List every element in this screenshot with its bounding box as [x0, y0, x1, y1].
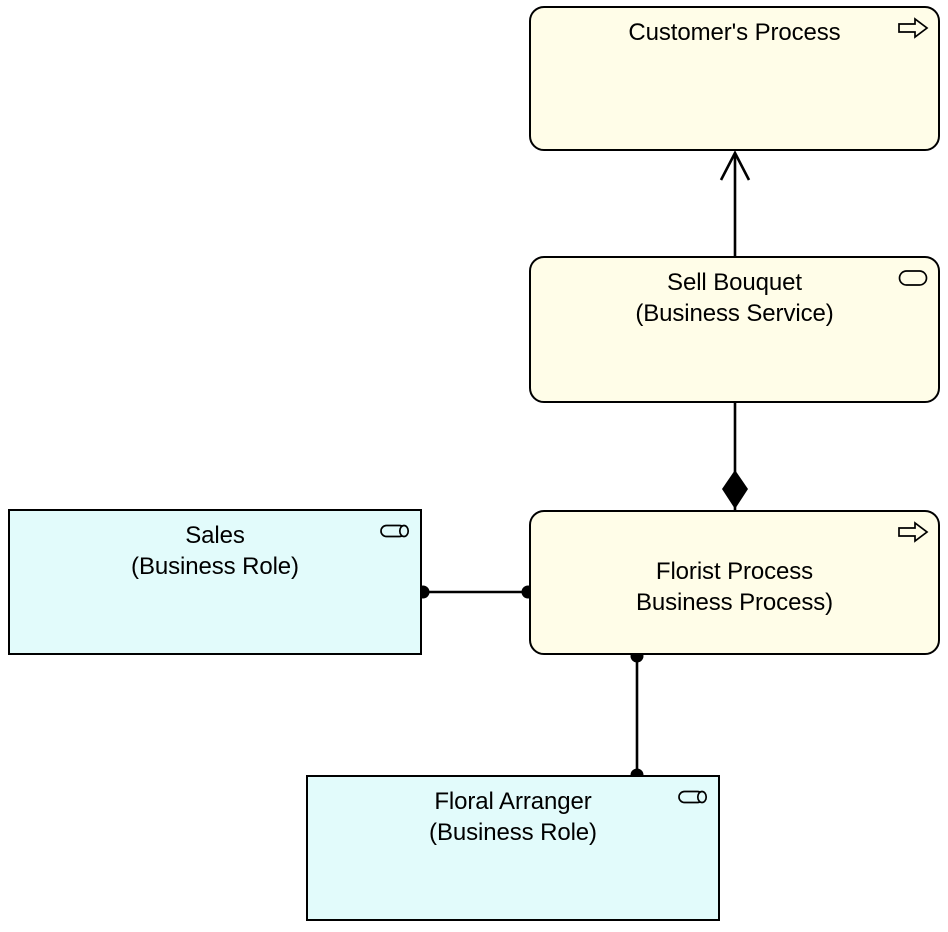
service-rounded-icon: [897, 267, 929, 289]
edge-sales-assigned-to-florist-process: [416, 585, 535, 599]
node-customers-process-label: Customer's Process: [628, 19, 841, 46]
node-floral-arranger[interactable]: Floral Arranger (Business Role): [306, 775, 720, 921]
node-sell-bouquet[interactable]: Sell Bouquet (Business Service): [529, 256, 940, 403]
node-floral-arranger-label: Floral Arranger (Business Role): [429, 788, 597, 846]
process-arrow-icon: [897, 17, 929, 39]
node-customers-process[interactable]: Customer's Process: [529, 6, 940, 151]
node-florist-process-label: Florist Process Business Process): [635, 558, 834, 616]
node-sales[interactable]: Sales (Business Role): [8, 509, 422, 655]
role-cylinder-icon: [379, 520, 411, 542]
node-florist-process[interactable]: Florist Process Business Process): [529, 510, 940, 655]
edge-sell-bouquet-to-customers-process: [719, 150, 751, 256]
edge-florist-process-composes-sell-bouquet: [722, 403, 748, 510]
process-arrow-icon: [897, 521, 929, 543]
role-cylinder-icon: [677, 786, 709, 808]
node-sell-bouquet-label: Sell Bouquet (Business Service): [635, 269, 834, 327]
composition-diamond: [722, 470, 748, 509]
node-sales-label: Sales (Business Role): [131, 522, 299, 580]
edge-floral-arranger-assigned-to-florist-process: [630, 649, 644, 782]
